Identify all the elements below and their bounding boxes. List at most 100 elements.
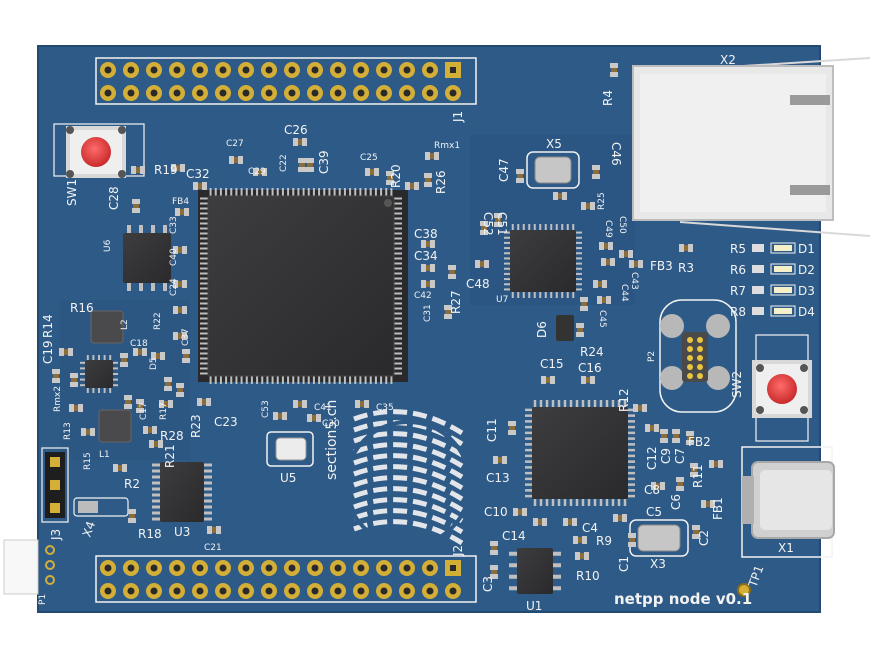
ic-pin: [509, 586, 517, 591]
smd-pad: [701, 500, 706, 508]
ic-pin: [394, 372, 402, 375]
ic-pin: [525, 460, 532, 463]
label-r17: R17: [159, 402, 169, 420]
smd-pad: [307, 414, 312, 422]
ic-pin: [517, 292, 520, 298]
smd-pad: [182, 349, 190, 354]
ic-pin: [522, 224, 525, 230]
smd-pad: [164, 386, 172, 391]
ic-pin: [504, 288, 510, 291]
smd-pad: [132, 199, 140, 204]
header-pin-hole: [426, 66, 434, 74]
ic-pin: [369, 188, 372, 196]
smd-pad: [522, 508, 527, 516]
inductor-l2: [90, 310, 124, 344]
label-c44: C44: [619, 284, 629, 302]
ic-pin: [139, 283, 143, 291]
ic-pin: [525, 414, 532, 417]
connector-pin: [687, 364, 693, 370]
ic-pin: [200, 272, 208, 275]
ic-pin: [545, 400, 549, 407]
smd-pad: [120, 353, 128, 358]
header-pin-hole: [380, 89, 388, 97]
ic-pin: [581, 400, 585, 407]
label-c25: C25: [360, 153, 378, 163]
ic-pin: [623, 400, 627, 407]
smd-pad: [601, 258, 606, 266]
led-outline: [770, 305, 796, 317]
smd-pad: [128, 509, 136, 514]
ic-pin: [200, 287, 208, 290]
smd-pad: [425, 152, 430, 160]
smd-pad: [173, 246, 178, 254]
smd-body: [598, 281, 602, 287]
ic-pin: [318, 376, 321, 384]
smd-pad: [718, 460, 723, 468]
header-pin-hole: [449, 89, 457, 97]
smd-body: [426, 281, 430, 287]
label-r24: R24: [580, 345, 604, 359]
smd-body: [691, 468, 697, 472]
ic-pin: [575, 499, 579, 506]
smd-body: [148, 427, 152, 433]
smd-pad: [448, 265, 456, 270]
ic-pin: [109, 355, 112, 360]
smd-pad: [140, 166, 145, 174]
label-r23: R23: [189, 414, 203, 438]
header-pin-hole: [265, 89, 273, 97]
button-cap[interactable]: [81, 137, 111, 167]
ic-pin: [92, 388, 95, 393]
ic-pin: [525, 471, 532, 475]
ic-pin: [576, 262, 582, 265]
smd-pad: [619, 250, 624, 258]
smd-pad: [672, 438, 680, 443]
header-pin-hole: [196, 587, 204, 595]
smd-pad: [709, 460, 714, 468]
label-u5: U5: [280, 471, 296, 485]
header-pin-hole: [242, 564, 250, 572]
ic-pin: [539, 224, 542, 230]
ic-pin: [593, 400, 597, 407]
button-cap[interactable]: [767, 374, 797, 404]
ic-pin: [266, 188, 269, 196]
smd-body: [495, 218, 501, 222]
ic-pin: [152, 505, 160, 509]
status-leds: [752, 242, 796, 317]
ic-pin: [553, 563, 561, 568]
ic-pin: [628, 425, 635, 429]
label-p1: P1: [38, 594, 48, 605]
ic-pin: [628, 431, 635, 435]
smd-body: [178, 307, 182, 313]
label-r2: R2: [124, 477, 140, 491]
ic-pin: [628, 466, 635, 469]
ic-pin: [394, 357, 402, 360]
smd-pad: [676, 477, 684, 482]
label-r25: R25: [597, 192, 607, 210]
user-button-sw2[interactable]: [752, 334, 812, 442]
smd-body: [360, 401, 364, 407]
smd-pad: [642, 404, 647, 412]
ic-pin: [628, 437, 635, 440]
smd-body: [517, 174, 523, 178]
label-r6: R6: [730, 263, 746, 277]
ic-pin: [557, 400, 561, 407]
header-pin-hole: [403, 587, 411, 595]
smd-body: [449, 270, 455, 274]
label-c45: C45: [597, 310, 607, 328]
smd-pad: [59, 348, 64, 356]
label-x2: X2: [720, 53, 736, 67]
reset-button-sw1[interactable]: [53, 123, 145, 178]
regulator-chip-u2: [80, 355, 118, 393]
smd-pad: [581, 376, 586, 384]
smd-body: [430, 153, 434, 159]
ic-pin: [200, 237, 208, 240]
label-sw1: SW1: [65, 179, 79, 206]
smd-pad: [355, 400, 360, 408]
label-fb3: FB3: [650, 259, 673, 273]
main-fpga-chip: [198, 188, 408, 384]
ic-pin: [209, 376, 212, 384]
ic-pin: [628, 471, 635, 475]
smd-body: [156, 353, 160, 359]
ic-pin: [605, 400, 609, 407]
